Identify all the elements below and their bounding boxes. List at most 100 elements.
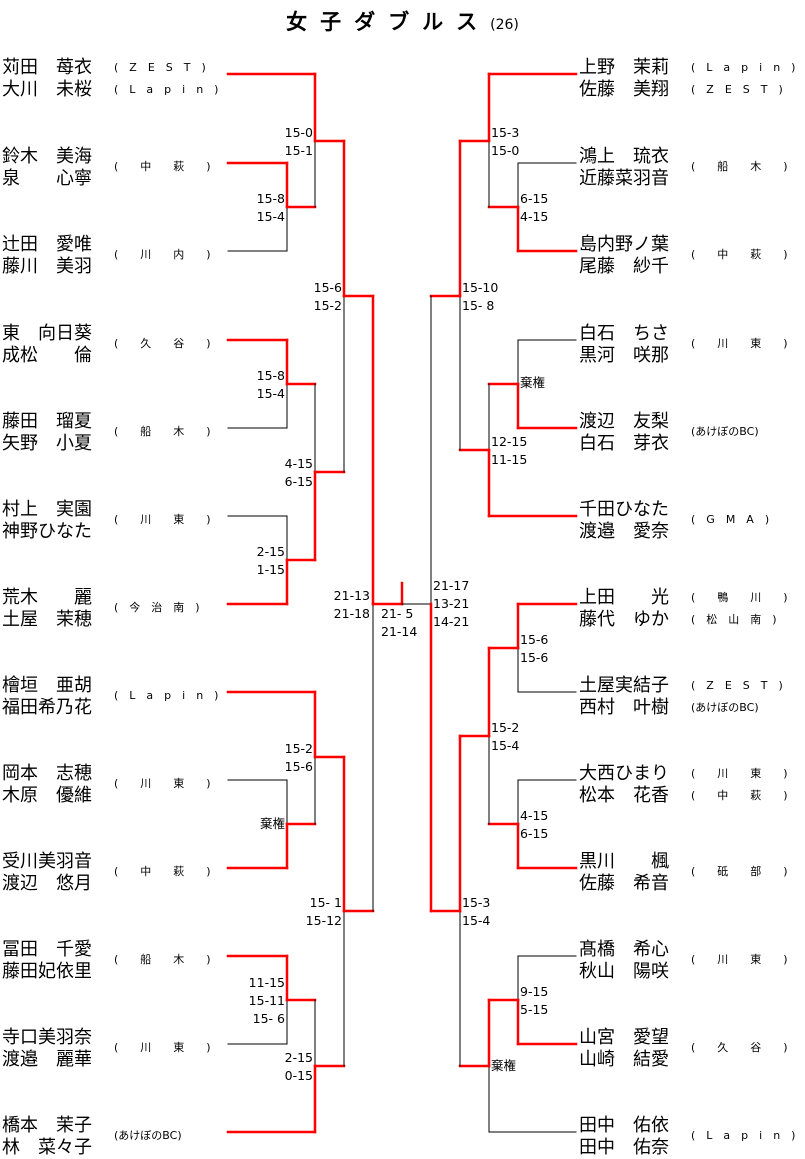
game-score: 15- 6 bbox=[252, 1011, 285, 1026]
left-entry: 辻田 愛唯藤川 美羽( 川 内 ) bbox=[2, 234, 228, 278]
left-entry: 寺口美羽奈渡邉 麗華( 川 東 ) bbox=[2, 1027, 228, 1071]
left-entry: 鈴木 美海泉 心寧 ( 中 萩 ) bbox=[2, 146, 228, 190]
left-entry: 藤田 瑠夏矢野 小夏 ( 船 木 ) bbox=[2, 411, 228, 455]
player-names: 岡本 志穂木原 優維 bbox=[2, 763, 92, 807]
player-names: 村上 実園神野ひなた bbox=[2, 499, 92, 543]
player-name: 山宮 愛望 bbox=[579, 1027, 669, 1048]
right-entry: 大西ひまり松本 花香 ( 川 東 ) ( 中 萩 ) bbox=[579, 763, 805, 807]
club-name: ( 中 萩 ) bbox=[114, 865, 211, 878]
player-name: 林 菜々子 bbox=[2, 1137, 92, 1158]
game-score: 15-1 bbox=[284, 143, 313, 158]
right-entry: 上野 茉莉佐藤 美翔( L a p i n )( Z E S T ) bbox=[579, 57, 805, 101]
club-name: ( 船 木 ) bbox=[114, 425, 211, 438]
game-score: 15-11 bbox=[248, 993, 285, 1008]
player-names: 受川美羽音渡辺 悠月 bbox=[2, 851, 92, 895]
player-name: 黒川 楓 bbox=[579, 851, 669, 872]
player-names: 寺口美羽奈渡邉 麗華 bbox=[2, 1027, 92, 1071]
game-score: 15-10 bbox=[462, 280, 499, 295]
game-score: 2-15 bbox=[284, 1050, 313, 1065]
game-score: 15-4 bbox=[462, 913, 491, 928]
game-score: 棄権 bbox=[520, 375, 546, 390]
right-entry: 田中 佑依田中 佑奈( L a p i n ) bbox=[579, 1115, 805, 1159]
club-name: ( Z E S T ) bbox=[114, 61, 206, 74]
player-name: 白石 芽衣 bbox=[579, 433, 669, 454]
game-score: 21-17 bbox=[433, 578, 470, 593]
player-name: 木原 優維 bbox=[2, 785, 92, 806]
game-score: 21- 5 bbox=[381, 606, 414, 621]
left-entry: 橋本 茉子林 菜々子(あけぼのBC) bbox=[2, 1115, 228, 1159]
game-score: 9-15 bbox=[520, 984, 549, 999]
player-names: 白石 ちさ黒河 咲那 bbox=[579, 323, 669, 367]
player-names: 上田 光藤代 ゆか bbox=[579, 587, 669, 631]
game-score: 15-3 bbox=[491, 125, 520, 140]
right-entry: 黒川 楓佐藤 希音 ( 砥 部 ) bbox=[579, 851, 805, 895]
game-score: 棄権 bbox=[259, 816, 285, 831]
club-name: ( 中 萩 ) bbox=[114, 160, 211, 173]
player-name: 藤田妃依里 bbox=[2, 961, 92, 982]
player-names: 辻田 愛唯藤川 美羽 bbox=[2, 234, 92, 278]
page-title: 女子ダブルス(26) bbox=[0, 6, 805, 36]
club-name: (あけぼのBC) bbox=[691, 701, 759, 714]
player-name: 山崎 結愛 bbox=[579, 1049, 669, 1070]
player-names: 黒川 楓佐藤 希音 bbox=[579, 851, 669, 895]
player-name: 大西ひまり bbox=[579, 763, 669, 784]
club-name: ( 久 谷 ) bbox=[114, 337, 211, 350]
player-names: 大西ひまり松本 花香 bbox=[579, 763, 669, 807]
player-name: 福田希乃花 bbox=[2, 697, 92, 718]
left-entry: 冨田 千愛藤田妃依里( 船 木 ) bbox=[2, 939, 228, 983]
right-entry: 島内野ノ葉尾藤 紗千( 中 萩 ) bbox=[579, 234, 805, 278]
club-name: ( 砥 部 ) bbox=[691, 865, 788, 878]
left-entry: 檜垣 亜胡福田希乃花( L a p i n ) bbox=[2, 675, 228, 719]
player-name: 土屋 茉穂 bbox=[2, 609, 92, 630]
game-score: 15-4 bbox=[256, 386, 285, 401]
player-name: 岡本 志穂 bbox=[2, 763, 92, 784]
game-score: 15-4 bbox=[491, 738, 520, 753]
player-name: 苅田 苺衣 bbox=[2, 57, 92, 78]
club-name: ( 船 木 ) bbox=[691, 160, 788, 173]
player-name: 渡邉 愛奈 bbox=[579, 521, 669, 542]
game-score: 13-21 bbox=[433, 596, 470, 611]
club-name: ( 鴨 川 ) bbox=[691, 591, 788, 604]
club-name: ( 中 萩 ) bbox=[691, 789, 788, 802]
player-name: 東 向日葵 bbox=[2, 323, 92, 344]
player-name: 檜垣 亜胡 bbox=[2, 675, 92, 696]
game-score: 21-18 bbox=[333, 606, 370, 621]
player-names: 冨田 千愛藤田妃依里 bbox=[2, 939, 92, 983]
player-name: 大川 未桜 bbox=[2, 79, 92, 100]
player-name: 黒河 咲那 bbox=[579, 345, 669, 366]
club-name: ( 松 山 南 ) bbox=[691, 613, 777, 626]
left-entry: 受川美羽音渡辺 悠月 ( 中 萩 ) bbox=[2, 851, 228, 895]
match-score: 15-8 15-4 bbox=[257, 367, 285, 403]
player-name: 藤代 ゆか bbox=[579, 609, 669, 630]
game-score: 15-4 bbox=[256, 209, 285, 224]
match-score: 棄権 bbox=[491, 1057, 516, 1075]
game-score: 15-6 bbox=[284, 759, 313, 774]
player-name: 島内野ノ葉 bbox=[579, 234, 669, 255]
game-score: 15-2 bbox=[491, 720, 520, 735]
player-name: 矢野 小夏 bbox=[2, 433, 92, 454]
game-score: 15-8 bbox=[256, 368, 285, 383]
player-names: 千田ひなた渡邉 愛奈 bbox=[579, 499, 669, 543]
player-names: 苅田 苺衣大川 未桜 bbox=[2, 57, 92, 101]
game-score: 15-3 bbox=[462, 895, 491, 910]
game-score: 15-2 bbox=[284, 741, 313, 756]
player-names: 橋本 茉子林 菜々子 bbox=[2, 1115, 92, 1159]
right-entry: 山宮 愛望山崎 結愛( 久 谷 ) bbox=[579, 1027, 805, 1071]
player-names: 藤田 瑠夏矢野 小夏 bbox=[2, 411, 92, 455]
player-name: 松本 花香 bbox=[579, 785, 669, 806]
player-names: 荒木 麗土屋 茉穂 bbox=[2, 587, 92, 631]
right-entry: 土屋実結子西村 叶樹( Z E S T )(あけぼのBC) bbox=[579, 675, 805, 719]
player-name: 佐藤 美翔 bbox=[579, 79, 669, 100]
game-score: 21-14 bbox=[381, 624, 418, 639]
club-name: ( 川 東 ) bbox=[691, 767, 788, 780]
left-entry: 苅田 苺衣大川 未桜( Z E S T )( L a p i n ) bbox=[2, 57, 228, 101]
player-names: 鈴木 美海泉 心寧 bbox=[2, 146, 92, 190]
